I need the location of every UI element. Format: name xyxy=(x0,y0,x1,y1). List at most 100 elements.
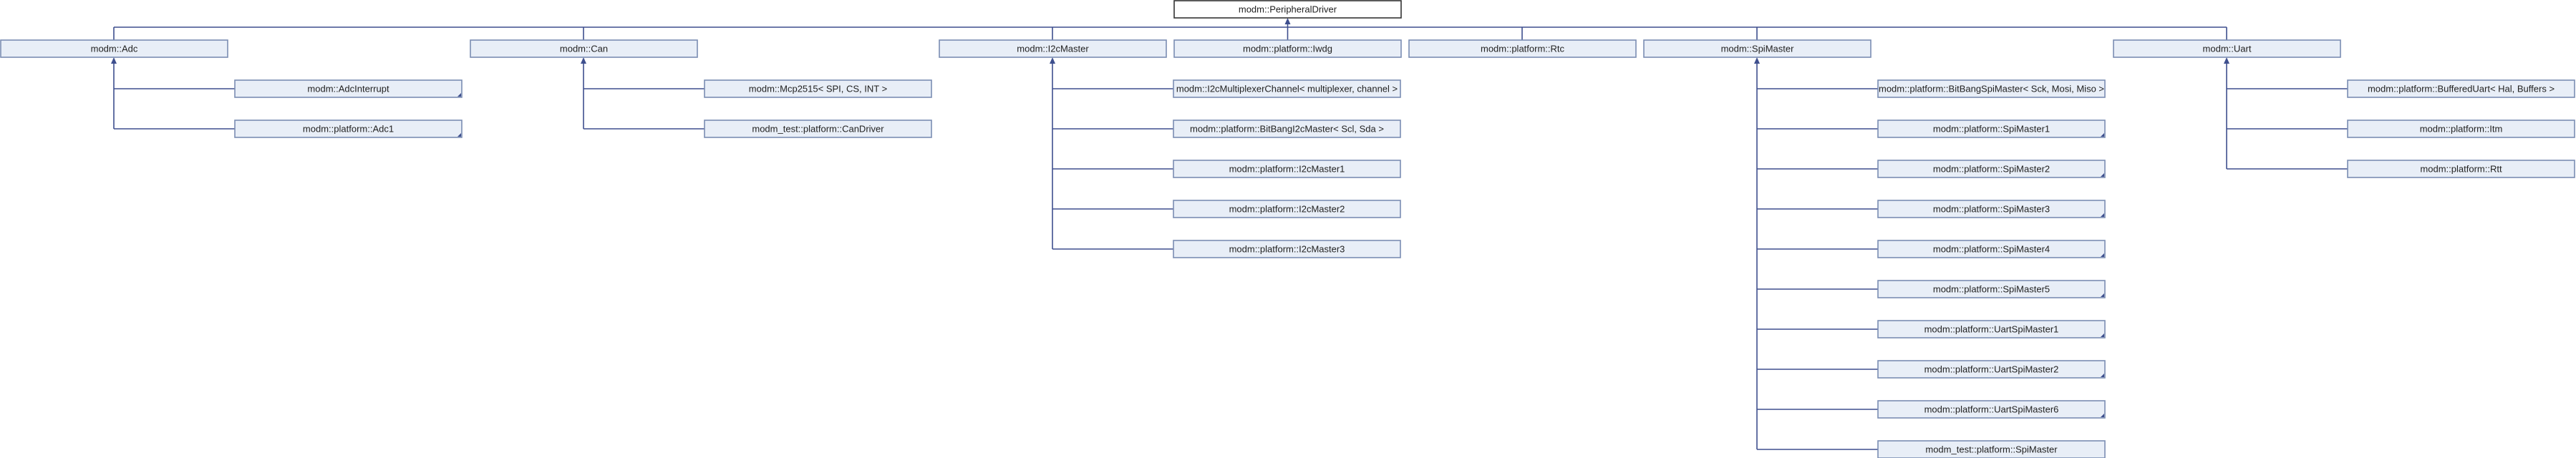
class-node-i2c-master1[interactable]: modm::platform::I2cMaster1 xyxy=(1173,160,1401,178)
class-box xyxy=(2347,160,2575,178)
class-node-spi-master5[interactable]: modm::platform::SpiMaster5 xyxy=(1877,280,2106,298)
class-node-rtt[interactable]: modm::platform::Rtt xyxy=(2347,160,2575,178)
class-name-label: modm::platform::BufferedUart< Hal, Buffe… xyxy=(2368,84,2555,94)
class-node-root[interactable]: modm::PeripheralDriver xyxy=(1173,0,1402,19)
class-box xyxy=(1173,0,1402,19)
class-node-buffered-uart[interactable]: modm::platform::BufferedUart< Hal, Buffe… xyxy=(2347,79,2575,98)
class-name-label: modm::platform::I2cMaster1 xyxy=(1229,164,1345,175)
class-node-i2c-master3[interactable]: modm::platform::I2cMaster3 xyxy=(1173,240,1401,258)
class-node-mcp2515[interactable]: modm::Mcp2515< SPI, CS, INT > xyxy=(704,79,932,98)
class-box xyxy=(1173,200,1401,218)
class-node-spi-master[interactable]: modm::SpiMaster xyxy=(1643,39,1872,58)
class-node-i2c-master[interactable]: modm::I2cMaster xyxy=(939,39,1167,58)
class-node-bitbang-i2c[interactable]: modm::platform::BitBangI2cMaster< Scl, S… xyxy=(1173,120,1401,138)
inheritance-arrow-icon xyxy=(111,57,117,64)
class-box xyxy=(234,79,463,98)
class-node-spi-master4[interactable]: modm::platform::SpiMaster4 xyxy=(1877,240,2106,258)
more-members-marker-icon xyxy=(2101,253,2104,257)
class-box xyxy=(1173,39,1402,58)
more-members-marker-icon xyxy=(2101,293,2104,297)
class-name-label: modm::platform::SpiMaster4 xyxy=(1933,244,2050,255)
more-members-marker-icon xyxy=(2101,414,2104,417)
inheritance-arrow-icon xyxy=(1284,18,1291,24)
class-node-i2c-mux-channel[interactable]: modm::I2cMultiplexerChannel< multiplexer… xyxy=(1173,79,1401,98)
class-box xyxy=(234,120,463,138)
class-name-label: modm::platform::SpiMaster5 xyxy=(1933,284,2050,295)
inheritance-arrow-icon xyxy=(1754,57,1760,64)
more-members-marker-icon xyxy=(457,133,461,137)
class-name-label: modm::Adc xyxy=(91,44,138,54)
class-node-uart-spi-master6[interactable]: modm::platform::UartSpiMaster6 xyxy=(1877,400,2106,419)
class-name-label: modm::Uart xyxy=(2203,44,2252,54)
class-node-spi-master1[interactable]: modm::platform::SpiMaster1 xyxy=(1877,120,2106,138)
inheritance-arrow-icon xyxy=(1050,57,1055,64)
class-box xyxy=(1877,440,2106,458)
inheritance-edges xyxy=(111,18,2348,450)
class-name-label: modm::platform::UartSpiMaster6 xyxy=(1924,404,2059,415)
class-box xyxy=(704,79,932,98)
class-name-label: modm::SpiMaster xyxy=(1721,44,1795,54)
class-name-label: modm::PeripheralDriver xyxy=(1239,4,1337,15)
class-box xyxy=(1173,160,1401,178)
class-box xyxy=(1877,240,2106,258)
class-node-uart[interactable]: modm::Uart xyxy=(2113,39,2341,58)
class-node-spi-master2[interactable]: modm::platform::SpiMaster2 xyxy=(1877,160,2106,178)
class-node-i2c-master2[interactable]: modm::platform::I2cMaster2 xyxy=(1173,200,1401,218)
class-name-label: modm::platform::Itm xyxy=(2420,124,2503,135)
class-box xyxy=(2347,120,2575,138)
class-name-label: modm::I2cMultiplexerChannel< multiplexer… xyxy=(1176,84,1398,94)
class-box xyxy=(1877,160,2106,178)
class-box xyxy=(0,39,228,58)
class-box xyxy=(704,120,932,138)
class-node-adc-interrupt[interactable]: modm::AdcInterrupt xyxy=(234,79,463,98)
more-members-marker-icon xyxy=(2101,173,2104,177)
class-name-label: modm::platform::I2cMaster2 xyxy=(1229,204,1345,215)
class-node-itm[interactable]: modm::platform::Itm xyxy=(2347,120,2575,138)
class-node-adc1[interactable]: modm::platform::Adc1 xyxy=(234,120,463,138)
class-node-spi-master3[interactable]: modm::platform::SpiMaster3 xyxy=(1877,200,2106,218)
class-name-label: modm::platform::SpiMaster2 xyxy=(1933,164,2050,175)
class-name-label: modm::platform::SpiMaster1 xyxy=(1933,124,2050,135)
more-members-marker-icon xyxy=(2101,213,2104,217)
inheritance-arrow-icon xyxy=(2224,57,2229,64)
class-name-label: modm::platform::SpiMaster3 xyxy=(1933,204,2050,215)
class-box xyxy=(939,39,1167,58)
class-name-label: modm::I2cMaster xyxy=(1017,44,1089,54)
class-box xyxy=(1173,79,1401,98)
class-name-label: modm::platform::BitBangSpiMaster< Sck, M… xyxy=(1879,84,2104,94)
class-node-uart-spi-master2[interactable]: modm::platform::UartSpiMaster2 xyxy=(1877,360,2106,379)
class-box xyxy=(470,39,698,58)
class-node-can-driver[interactable]: modm_test::platform::CanDriver xyxy=(704,120,932,138)
class-node-test-spi-master[interactable]: modm_test::platform::SpiMaster xyxy=(1877,440,2106,458)
class-name-label: modm::platform::Adc1 xyxy=(303,124,394,135)
more-members-marker-icon xyxy=(457,93,461,97)
more-members-marker-icon xyxy=(2101,333,2104,337)
class-box xyxy=(1877,320,2106,338)
class-name-label: modm::platform::BitBangI2cMaster< Scl, S… xyxy=(1190,124,1384,135)
class-node-rtc[interactable]: modm::platform::Rtc xyxy=(1408,39,1637,58)
more-members-marker-icon xyxy=(2101,133,2104,137)
class-name-label: modm_test::platform::SpiMaster xyxy=(1925,444,2058,455)
more-members-marker-icon xyxy=(2101,374,2104,377)
class-box xyxy=(1877,200,2106,218)
inheritance-arrow-icon xyxy=(581,57,586,64)
class-name-label: modm::platform::Iwdg xyxy=(1243,44,1332,54)
class-name-label: modm::platform::Rtt xyxy=(2420,164,2502,175)
class-name-label: modm::platform::I2cMaster3 xyxy=(1229,244,1345,255)
class-box xyxy=(1173,240,1401,258)
class-box xyxy=(1877,79,2106,98)
class-box xyxy=(1643,39,1872,58)
class-node-can[interactable]: modm::Can xyxy=(470,39,698,58)
class-node-adc[interactable]: modm::Adc xyxy=(0,39,228,58)
class-box xyxy=(1877,360,2106,379)
class-name-label: modm::platform::Rtc xyxy=(1481,44,1565,54)
class-node-uart-spi-master1[interactable]: modm::platform::UartSpiMaster1 xyxy=(1877,320,2106,338)
class-node-iwdg[interactable]: modm::platform::Iwdg xyxy=(1173,39,1402,58)
class-box xyxy=(2347,79,2575,98)
class-node-bitbang-spi[interactable]: modm::platform::BitBangSpiMaster< Sck, M… xyxy=(1877,79,2106,98)
class-name-label: modm::platform::UartSpiMaster2 xyxy=(1924,364,2059,375)
class-name-label: modm::platform::UartSpiMaster1 xyxy=(1924,324,2059,335)
class-box xyxy=(1877,120,2106,138)
